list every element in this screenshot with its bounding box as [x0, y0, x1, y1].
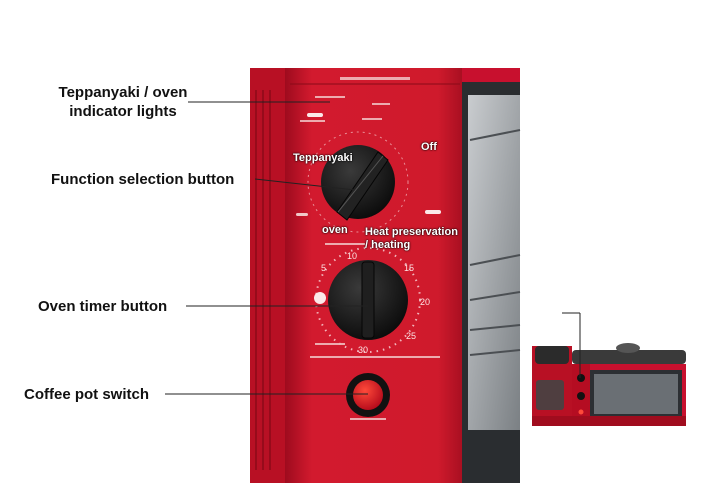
appliance-thumbnail [528, 312, 690, 432]
timer-tick-15: 15 [404, 263, 415, 273]
indicator-light-left [307, 113, 323, 117]
callout-coffee-pot-switch: Coffee pot switch [24, 386, 150, 403]
function-knob [307, 131, 409, 233]
timer-tick-25: 25 [406, 331, 417, 341]
callout-oven-timer: Oven timer button [38, 298, 168, 315]
coffee-switch [346, 373, 390, 417]
timer-tick-20: 20 [420, 297, 431, 307]
timer-tick-5: 5 [321, 263, 327, 273]
timer-tick-10: 10 [347, 251, 358, 261]
label-oven: oven [322, 224, 348, 236]
timer-knob [314, 247, 421, 353]
indicator-light-right [425, 210, 441, 214]
timer-tick-30: 30 [358, 345, 369, 355]
label-heat-preservation: Heat preservation / heating [365, 226, 458, 251]
callout-indicator-lights: Teppanyaki / oven indicator lights [58, 84, 188, 120]
label-off: Off [421, 141, 437, 153]
label-teppanyaki: Teppanyaki [293, 152, 353, 164]
callout-function-selection: Function selection button [51, 171, 235, 188]
